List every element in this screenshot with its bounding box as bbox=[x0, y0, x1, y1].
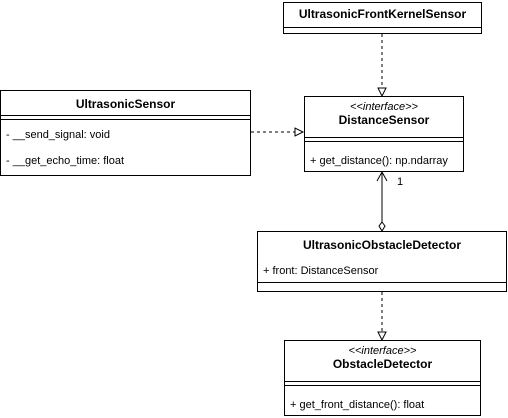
class-name: UltrasonicFrontKernelSensor bbox=[298, 7, 467, 21]
class-ultrasonic-sensor[interactable]: UltrasonicSensor - __send_signal: void -… bbox=[0, 90, 251, 176]
separator bbox=[305, 141, 463, 142]
realization-front-kernel-to-distance-sensor bbox=[377, 34, 387, 98]
class-name: UltrasonicObstacleDetector bbox=[302, 238, 462, 252]
stereotype-label: <<interface>> bbox=[348, 345, 417, 357]
interface-distance-sensor[interactable]: <<interface>> DistanceSensor + get_dista… bbox=[304, 96, 464, 172]
separator bbox=[258, 282, 506, 283]
separator bbox=[1, 115, 250, 116]
stereotype-label: <<interface>> bbox=[350, 101, 418, 113]
separator bbox=[305, 137, 463, 138]
aggregation-detector-to-distance-sensor bbox=[376, 170, 388, 232]
method-list: + get_distance(): np.ndarray bbox=[305, 142, 463, 168]
field-row: + front: DistanceSensor bbox=[263, 265, 379, 277]
class-name: UltrasonicSensor bbox=[75, 97, 176, 111]
method-list: + get_front_distance(): float bbox=[285, 386, 480, 412]
interface-obstacle-detector[interactable]: <<interface>> ObstacleDetector + get_fro… bbox=[284, 340, 481, 416]
realization-ultrasonic-to-distance-sensor bbox=[251, 127, 305, 137]
field-list: + front: DistanceSensor bbox=[258, 256, 506, 282]
field-row: - __send_signal: void bbox=[6, 129, 110, 141]
field-list: - __send_signal: void - __get_echo_time:… bbox=[1, 120, 250, 168]
separator bbox=[285, 381, 480, 382]
method-row: + get_front_distance(): float bbox=[290, 399, 425, 411]
separator bbox=[1, 119, 250, 120]
separator bbox=[285, 385, 480, 386]
class-ultrasonic-obstacle-detector[interactable]: UltrasonicObstacleDetector + front: Dist… bbox=[257, 231, 507, 292]
realization-detector-to-obstacle-detector bbox=[377, 292, 387, 342]
method-row: + get_distance(): np.ndarray bbox=[310, 155, 448, 167]
multiplicity-label: 1 bbox=[397, 176, 404, 188]
class-ultrasonic-front-kernel-sensor[interactable]: UltrasonicFrontKernelSensor bbox=[283, 2, 482, 34]
class-name: ObstacleDetector bbox=[332, 357, 433, 371]
separator bbox=[284, 27, 481, 28]
field-row: - __get_echo_time: float bbox=[6, 155, 125, 167]
class-name: DistanceSensor bbox=[338, 113, 430, 127]
